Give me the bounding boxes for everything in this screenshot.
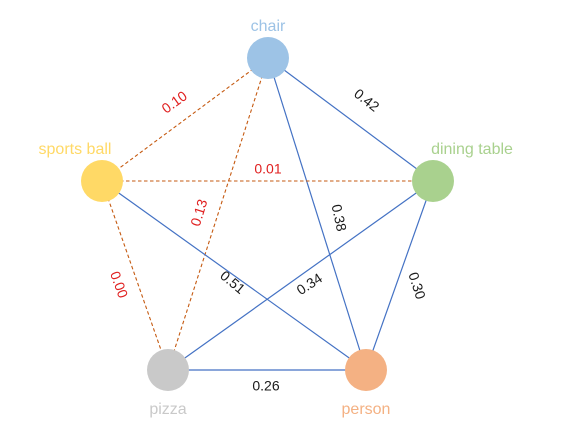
edge-chair-pizza (167, 57, 269, 371)
edge-weight-chair-person: 0.38 (329, 203, 350, 233)
edge-chair-dining_table (267, 57, 434, 182)
edge-chair-person (267, 57, 367, 371)
node-label-person: person (342, 401, 391, 418)
edge-sports_ball-pizza (101, 180, 169, 371)
edge-weight-dining_table-person: 0.30 (405, 270, 429, 301)
edge-weight-sports_ball-person: 0.51 (217, 267, 248, 297)
edge-weight-chair-dining_table: 0.42 (351, 85, 382, 115)
edge-weight-dining_table-pizza: 0.34 (294, 270, 326, 298)
node-person (345, 349, 387, 391)
edge-weight-sports_ball-dining_table: 0.01 (254, 161, 281, 177)
edge-weight-sports_ball-pizza: 0.00 (107, 269, 131, 300)
edge-chair-sports_ball (101, 57, 269, 182)
edge-weight-chair-pizza: 0.13 (187, 197, 210, 228)
node-label-sports_ball: sports ball (39, 141, 112, 158)
node-label-pizza: pizza (149, 401, 186, 418)
edge-weight-pizza-person: 0.26 (252, 378, 279, 394)
node-label-dining_table: dining table (431, 141, 513, 158)
nodes (81, 37, 454, 391)
node-label-chair: chair (251, 18, 286, 35)
edge-labels: 0.42 0.38 0.10 0.13 0.01 0.00 0.51 0.34 0.30 0.26 (107, 85, 429, 393)
node-labels: chair dining table person pizza sports ball (39, 18, 513, 418)
node-pizza (147, 349, 189, 391)
edges (101, 57, 434, 371)
node-chair (247, 37, 289, 79)
edge-weight-chair-sports_ball: 0.10 (159, 87, 191, 116)
node-dining_table (412, 160, 454, 202)
node-sports_ball (81, 160, 123, 202)
edge-dining_table-person (365, 180, 434, 371)
edge-dining_table-pizza (167, 180, 434, 371)
edge-sports_ball-person (101, 180, 367, 371)
